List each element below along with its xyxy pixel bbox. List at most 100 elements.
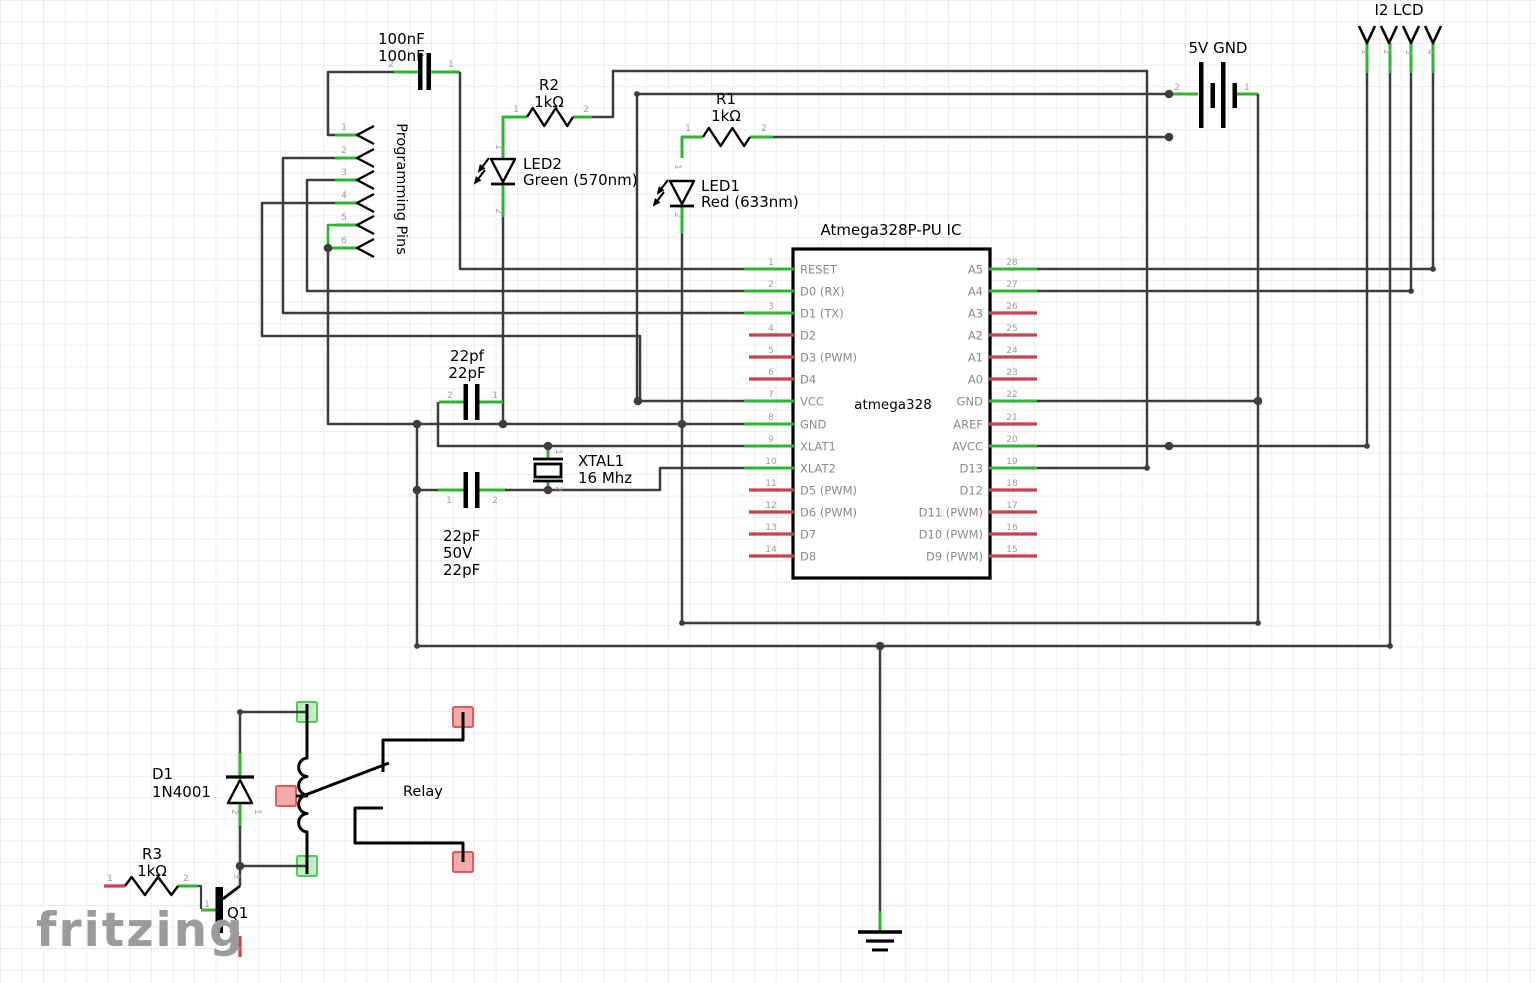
ic-pin-label: A0 xyxy=(968,373,983,387)
ic-pin-number: 25 xyxy=(1006,324,1017,334)
ic-pin-number: 4 xyxy=(768,324,774,334)
ic-pin-label: D5 (PWM) xyxy=(800,484,857,498)
programming-pin-fork[interactable] xyxy=(355,192,375,214)
relay-armature[interactable] xyxy=(299,761,390,799)
ic-pin-label: XLAT2 xyxy=(800,462,836,476)
schematic-label: 2 xyxy=(229,809,239,814)
schematic-label: 50V xyxy=(443,544,473,562)
led-arrow xyxy=(476,169,486,181)
wire[interactable] xyxy=(305,178,746,293)
lcd-pin-fork[interactable] xyxy=(1379,25,1399,45)
schematic-label: 2 xyxy=(553,486,563,491)
junction-dot xyxy=(1387,643,1393,649)
battery-5v[interactable] xyxy=(1232,83,1238,108)
junction-dot xyxy=(634,91,640,97)
junction-dot xyxy=(543,441,553,451)
relay-coil[interactable] xyxy=(297,704,309,874)
wire[interactable] xyxy=(260,201,642,401)
schematic-label: 1 xyxy=(1244,83,1250,93)
schematic-label: 1 xyxy=(252,809,262,814)
crystal-xtal1-body[interactable] xyxy=(533,462,563,479)
atmega328-ic[interactable] xyxy=(791,247,992,580)
schematic-label: LED1 xyxy=(701,177,740,195)
ic-pin-label: D7 xyxy=(800,528,816,542)
wire[interactable] xyxy=(326,223,336,247)
junction-dot xyxy=(1430,266,1436,272)
schematic-label: 2 xyxy=(1381,49,1391,54)
capacitor-100nf[interactable] xyxy=(426,53,432,90)
lcd-pin-fork[interactable] xyxy=(1357,25,1377,45)
junction-dot xyxy=(1164,89,1174,99)
ic-pin-number: 5 xyxy=(768,346,774,356)
wire[interactable] xyxy=(505,466,746,492)
schematic-label: 2 xyxy=(583,105,589,115)
wire[interactable] xyxy=(458,72,746,271)
schematic-label: 1 xyxy=(672,164,682,169)
resistor-r1[interactable] xyxy=(701,126,752,148)
ic-pin-number: 22 xyxy=(1006,390,1017,400)
battery-5v[interactable] xyxy=(1210,83,1216,108)
wire[interactable] xyxy=(326,248,746,426)
junction-dot xyxy=(323,243,333,253)
capacitor-22pf-bottom[interactable] xyxy=(475,472,480,508)
resistor-r2[interactable] xyxy=(525,106,575,128)
led-arrow-head xyxy=(473,176,482,185)
schematic-label: 1 xyxy=(341,123,347,133)
ic-pin-number: 6 xyxy=(768,368,774,378)
resistor-r3[interactable] xyxy=(124,875,179,897)
junction-dot xyxy=(235,861,245,871)
ic-pin-label: D4 xyxy=(800,373,816,387)
wire[interactable] xyxy=(680,94,1260,625)
ic-pin-label: D3 (PWM) xyxy=(800,351,857,365)
transistor-q1-bar[interactable] xyxy=(215,887,224,933)
ic-pin-label: A5 xyxy=(968,263,983,277)
battery-5v[interactable] xyxy=(1221,62,1226,128)
schematic-label: 100nF xyxy=(378,30,425,48)
ic-pin-number: 18 xyxy=(1006,479,1018,489)
relay-coil-pad-tap[interactable] xyxy=(275,785,297,807)
capacitor-22pf-top[interactable] xyxy=(475,384,480,420)
wire[interactable] xyxy=(591,69,1149,470)
schematic-label: 2 xyxy=(341,146,347,156)
programming-pin-fork[interactable] xyxy=(355,237,375,259)
relay-contact-bottom[interactable] xyxy=(353,806,465,862)
ic-pin-number: 1 xyxy=(768,258,774,268)
wire[interactable] xyxy=(680,135,703,158)
diode-d1-triangle[interactable] xyxy=(226,778,254,805)
capacitor-22pf-bottom[interactable] xyxy=(463,472,469,508)
schematic-label: 1 xyxy=(446,496,452,506)
ic-pin-label: A1 xyxy=(968,351,983,365)
capacitor-100nf[interactable] xyxy=(418,53,423,90)
schematic-label: 4 xyxy=(1425,49,1435,54)
led2-triangle[interactable] xyxy=(489,157,517,184)
relay-contact-top[interactable] xyxy=(381,712,465,772)
transistor-q1-emitter-arrow[interactable] xyxy=(229,925,240,935)
ic-pin-number: 28 xyxy=(1006,258,1018,268)
lcd-pin-fork[interactable] xyxy=(1401,25,1421,45)
wire[interactable] xyxy=(501,115,527,158)
fritzing-watermark: fritzing xyxy=(36,903,245,958)
led1-triangle[interactable] xyxy=(668,179,696,206)
schematic-label: Q1 xyxy=(227,904,248,922)
wire[interactable] xyxy=(436,402,746,448)
battery-5v[interactable] xyxy=(1199,62,1204,128)
programming-pin-fork[interactable] xyxy=(355,147,375,169)
lcd-pin-fork[interactable] xyxy=(1423,25,1443,45)
programming-pin-fork[interactable] xyxy=(355,169,375,191)
schematic-label: 1 xyxy=(107,874,113,884)
wire[interactable] xyxy=(326,70,397,137)
ic-pin-number: 11 xyxy=(765,479,776,489)
programming-pin-fork[interactable] xyxy=(355,124,375,146)
schematic-label: 1 xyxy=(1359,49,1369,54)
programming-pin-fork[interactable] xyxy=(355,214,375,236)
ic-pin-number: 27 xyxy=(1006,280,1017,290)
led-arrow-head xyxy=(652,198,661,207)
ic-pin-number: 20 xyxy=(1006,435,1018,445)
ic-pin-label: RESET xyxy=(800,263,838,277)
junction-dot xyxy=(1364,443,1370,449)
wire[interactable] xyxy=(198,884,203,909)
capacitor-22pf-top[interactable] xyxy=(463,384,469,420)
wire[interactable] xyxy=(281,156,746,315)
schematic-label: 2 xyxy=(1174,83,1180,93)
transistor-q1-collector[interactable] xyxy=(221,884,241,901)
